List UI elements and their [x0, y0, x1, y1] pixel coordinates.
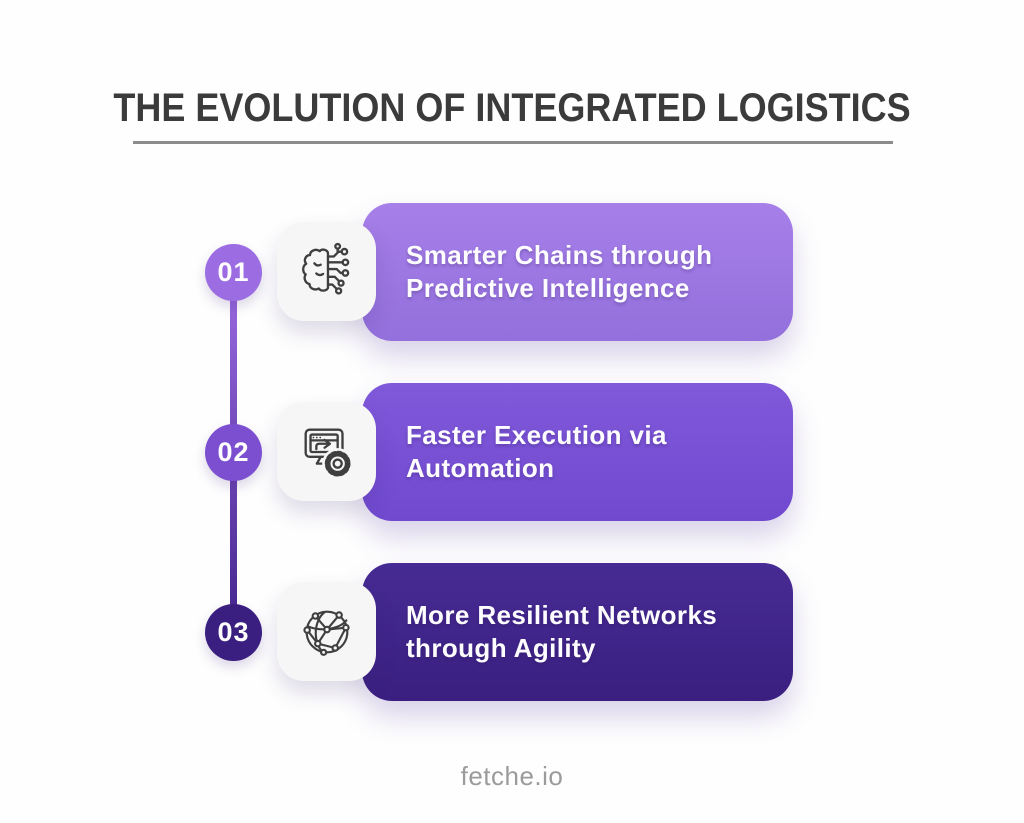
page-title: THE EVOLUTION OF INTEGRATED LOGISTICS [113, 86, 911, 130]
step-label-line: Predictive Intelligence [406, 273, 690, 303]
step-row-1: Smarter Chains through Predictive Intell… [0, 203, 1024, 341]
step-number-badge-1: 01 [205, 244, 262, 301]
icon-tile-3 [277, 582, 376, 681]
step-row-3: More Resilient Networks through Agility [0, 563, 1024, 701]
step-card-2: Faster Execution via Automation [362, 383, 793, 521]
step-card-1: Smarter Chains through Predictive Intell… [362, 203, 793, 341]
step-row-2: Faster Execution via Automation 02 [0, 383, 1024, 521]
step-label-line: Faster Execution via [406, 420, 667, 450]
step-number-badge-2: 02 [205, 424, 262, 481]
step-label-line: Smarter Chains through [406, 240, 713, 270]
brand-logo-text: fetche.io [460, 761, 564, 791]
title-underline [133, 141, 893, 144]
step-label-line: Automation [406, 453, 555, 483]
icon-tile-1 [277, 222, 376, 321]
step-number-badge-3: 03 [205, 604, 262, 661]
step-label-line: More Resilient Networks [406, 600, 718, 630]
step-card-3: More Resilient Networks through Agility [362, 563, 793, 701]
monitor-gear-automation-icon [304, 428, 353, 479]
icon-tile-2 [277, 402, 376, 501]
network-globe-icon [302, 610, 350, 656]
step-label-line: through Agility [406, 633, 596, 663]
ai-brain-circuit-icon [301, 242, 349, 295]
